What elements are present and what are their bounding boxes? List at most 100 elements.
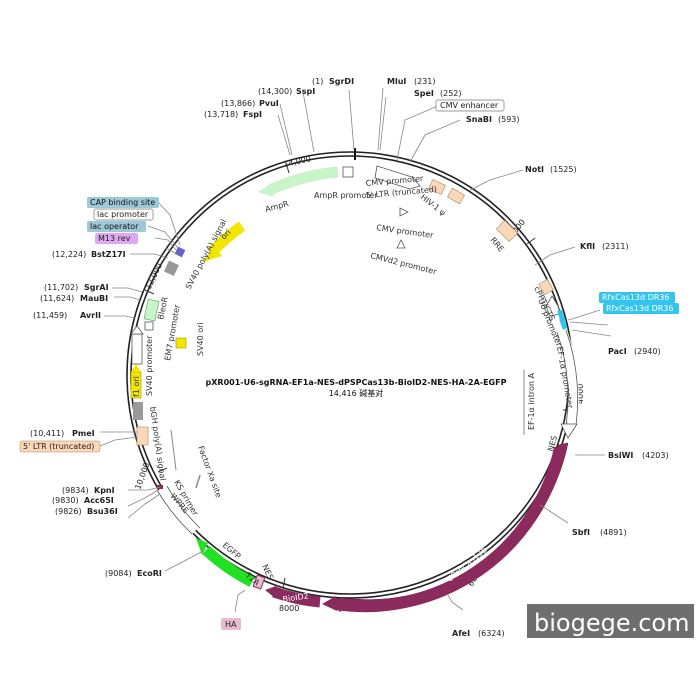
ef1a-intron-label: EF-1α intron A (527, 373, 536, 431)
cmv-promoter2-label: CMV promoter (376, 223, 435, 240)
lac-operator-box: lac operator (87, 221, 146, 232)
site-pos: (6324) (478, 629, 505, 638)
lac-promoter-label: lac promoter (97, 210, 149, 219)
dpspcas13b-head (322, 596, 337, 611)
hiv-psi-block (447, 187, 465, 205)
egfp-band (202, 545, 255, 587)
ltr-trunc-block (136, 426, 149, 446)
site-leaders (99, 87, 612, 613)
site-name: KpnI (94, 486, 115, 495)
ampr-band (267, 166, 339, 196)
site-pos: (13,718) (204, 110, 238, 119)
rfx-label-1: RfxCas13d DR36 (602, 293, 669, 302)
site-name: SbfI (572, 528, 590, 537)
wpre-band-inner (166, 485, 201, 529)
site-name: SgrAI (84, 283, 109, 292)
site-pos: (14,300) (258, 87, 292, 96)
site-name: SnaBI (466, 115, 492, 124)
sv40-ori-label: SV40 ori (196, 322, 205, 356)
site-pos: (11,459) (33, 311, 67, 320)
bgh-label: bGH poly(A) signal (148, 406, 167, 481)
ampr-promoter-label: AmpR promoter (314, 191, 378, 200)
site-name: Acc65I (84, 496, 114, 505)
site-pos: (1) (312, 77, 323, 86)
sv40-promoter-label: SV40 promoter (145, 335, 154, 396)
site-pos: (10,411) (30, 429, 64, 438)
m13-box: M13 rev (95, 233, 138, 244)
site-pos: (9826) (55, 507, 82, 516)
cap-block (174, 246, 186, 258)
site-pos: (252) (440, 89, 462, 98)
factor-xa-line (195, 474, 201, 489)
bleor-block (143, 298, 160, 322)
site-name: EcoRI (137, 569, 162, 578)
rfx-box-1: RfxCas13d DR36 (599, 292, 675, 303)
ks-primer-line (170, 429, 177, 471)
ltr5-box: 5' LTR (truncated) (19, 440, 101, 453)
sv40-promoter-block (131, 333, 143, 365)
sv40-polya-block (163, 260, 179, 276)
cmv-promoter2-arrow (399, 207, 409, 217)
rfx-block-2 (559, 317, 568, 331)
factor-xa-label: Factor Xa site (196, 445, 223, 499)
tick-label: 14,000 (283, 154, 312, 169)
rfx-label-2: RfxCas13d DR36 (606, 304, 673, 313)
ef1a-inner (556, 331, 569, 426)
site-pos: (9830) (52, 496, 79, 505)
tick-label: 8000 (279, 604, 299, 613)
egfp-head (196, 538, 208, 555)
plasmid-name: pXR001-U6-sgRNA-EF1a-NES-dPSPCas13b-BioI… (206, 378, 507, 387)
m13-label: M13 rev (98, 234, 131, 243)
site-name: PmeI (72, 429, 95, 438)
site-pos: (231) (414, 77, 436, 86)
cppt-block (538, 278, 554, 296)
site-name: AfeI (452, 629, 470, 638)
egfp-label: EGFP (221, 541, 243, 561)
site-name: NotI (525, 165, 544, 174)
site-pos: (11,624) (40, 294, 74, 303)
ha-label: HA (225, 620, 237, 629)
rre-block (495, 219, 519, 243)
site-pos: (2311) (602, 242, 629, 251)
nes1-label: NES (546, 435, 559, 453)
ampr-head (258, 183, 273, 197)
ef1a-band (557, 328, 579, 426)
site-name: PacI (608, 347, 627, 356)
f1ori-label: f1 ori (132, 376, 141, 397)
cmv-promoter-arrow (374, 165, 421, 190)
bleor-label: BleoR (156, 296, 170, 321)
site-name: MauBI (80, 294, 108, 303)
sv40-polya-label: SV40 poly(A) signal (184, 218, 229, 291)
wpre-band-outer (156, 489, 193, 535)
ltr5-label: 5' LTR (truncated) (23, 442, 94, 451)
cmvd2-arrow (396, 239, 406, 249)
site-name: SpeI (414, 89, 434, 98)
watermark-text: biogege.com (534, 609, 689, 637)
dpspcas13b-band (334, 446, 566, 613)
watermark-bg (527, 604, 694, 638)
site-name: BstZ17I (91, 250, 126, 259)
site-name: Bsu36I (87, 507, 118, 516)
site-pos: (12,224) (52, 250, 86, 259)
em7-block (144, 321, 154, 331)
u6-promoter-arrow (545, 295, 561, 317)
site-pos: (4891) (600, 528, 627, 537)
site-name: SspI (296, 87, 315, 96)
cmvd2-label: CMVd2 promoter (370, 251, 439, 276)
site-name: BsiWI (608, 451, 633, 460)
site-pos: (13,866) (221, 99, 255, 108)
site-pos: (2940) (634, 347, 661, 356)
sv40-promoter-head (130, 325, 144, 335)
ori-head (203, 245, 222, 262)
ampr-promoter-block (342, 166, 354, 178)
hiv-psi-label: HIV-1 ψ (419, 192, 448, 217)
ha-box: HA (221, 618, 241, 630)
tick-label: 10,000 (133, 461, 151, 490)
rfx-box-2: RfxCas13d DR36 (603, 303, 679, 314)
cmv-enhancer-label: CMV enhancer (440, 101, 499, 110)
bioid2-head (265, 586, 276, 598)
site-pos: (9084) (105, 569, 132, 578)
bgh-block (133, 402, 143, 420)
sv40-ori-block (175, 337, 187, 349)
